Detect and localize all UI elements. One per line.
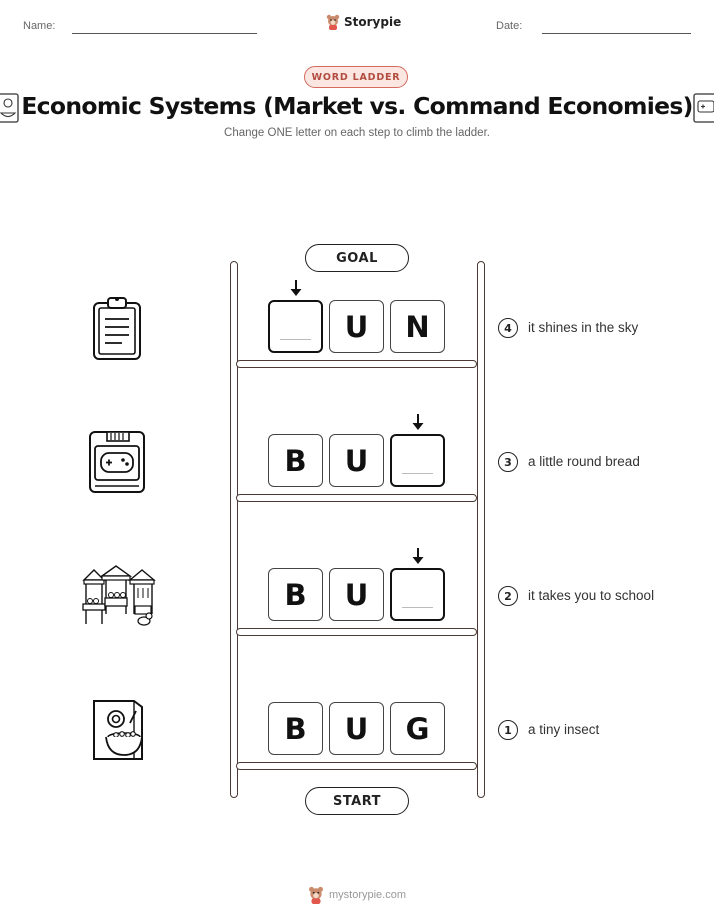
ladder-row-4: U N 4 it shines in the sky [0,280,714,360]
letter-tile-blank[interactable] [390,568,445,621]
ladder-rung [236,762,477,770]
ladder-row-1: B U G 1 a tiny insect [0,692,714,762]
ladder-left-rail [230,261,238,798]
letter-tile: B [268,702,323,755]
clue-text: a tiny insect [528,722,600,737]
ladder-rung [236,360,477,368]
letter-tile-blank[interactable] [268,300,323,353]
bear-mascot-icon [326,14,340,30]
bear-mascot-icon [309,886,323,904]
ladder-row-3: B U 3 a little round bread [0,414,714,494]
arrow-down-icon [290,280,302,296]
letter-tile: N [390,300,445,353]
letter-tile: G [390,702,445,755]
footer: mystorypie.com [308,886,406,904]
ladder-rung [236,494,477,502]
brand-name: Storypie [344,15,402,29]
game-cartridge-corner-icon [693,93,714,123]
step-number: 3 [498,452,518,472]
ladder-rung [236,628,477,636]
letter-tile: U [329,568,384,621]
start-label: START [305,787,409,815]
step-number: 4 [498,318,518,338]
clue-text: a little round bread [528,454,640,469]
letter-tile: U [329,702,384,755]
word-ladder-badge: WORD LADDER [304,66,408,88]
date-label: Date: [496,20,523,32]
worksheet-instructions: Change ONE letter on each step to climb … [224,127,490,139]
letter-tile-blank[interactable] [390,434,445,487]
worksheet-title: Economic Systems (Market vs. Command Eco… [21,92,693,120]
step-number: 2 [498,586,518,606]
name-label: Name: [23,20,56,32]
cereal-box-corner-icon [0,93,19,123]
letter-tile: U [329,300,384,353]
market-stalls-icon [82,565,156,626]
name-field-line[interactable] [72,33,257,34]
step-number: 1 [498,720,518,740]
letter-tile: U [329,434,384,487]
letter-tile: B [268,568,323,621]
arrow-down-icon [412,548,424,564]
letter-tile: B [268,434,323,487]
date-field-line[interactable] [542,33,691,34]
clue-text: it shines in the sky [528,320,639,335]
footer-site-link[interactable]: mystorypie.com [329,889,407,901]
brand-logo: Storypie [326,14,401,30]
clipboard-icon [93,297,141,360]
clue-text: it takes you to school [528,588,655,603]
game-cartridge-icon [89,431,145,493]
ladder-row-2: B U 2 it takes you to school [0,548,714,628]
cereal-box-icon [93,700,143,760]
arrow-down-icon [412,414,424,430]
ladder-right-rail [477,261,485,798]
goal-label: GOAL [305,244,409,272]
